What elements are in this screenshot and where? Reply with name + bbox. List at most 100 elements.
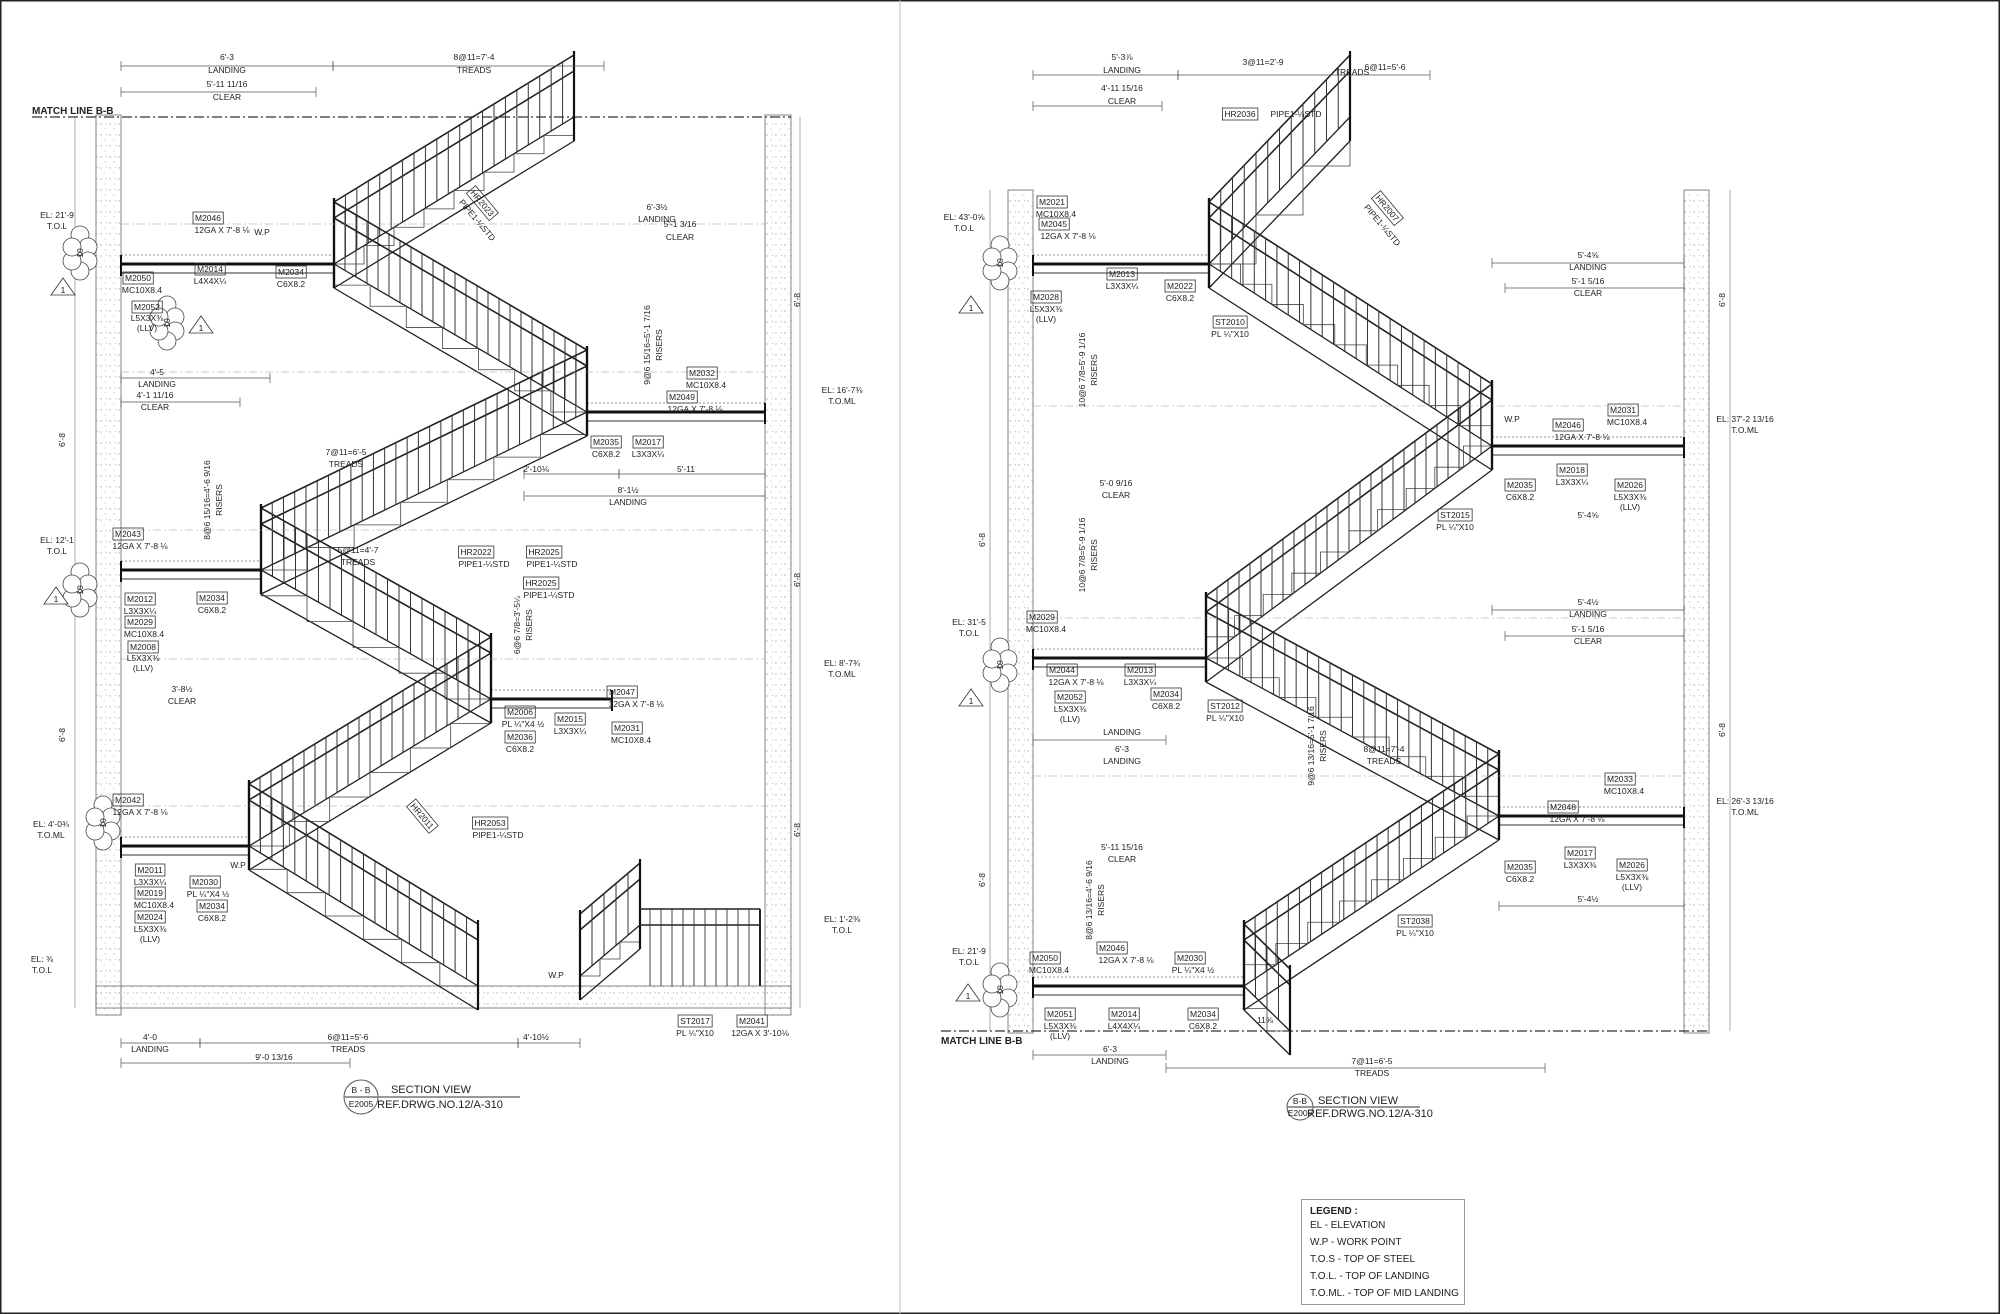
dimension-label: PL ¼"X10 (1211, 329, 1249, 339)
dimension-label: L4X4X¼ (194, 276, 228, 286)
dimension-label: L5X3X⅜ (134, 924, 168, 934)
dimension-label: L5X3X⅜ (1030, 304, 1064, 314)
member-tag: M2008 (130, 642, 156, 652)
member-tag: HR2025 (525, 578, 556, 588)
stair-part (333, 287, 588, 437)
member-tag-box (192, 211, 224, 225)
dimension-label: C6X8.2 (1506, 492, 1535, 502)
dimension-label: 10@6 7/8=5'-9 1/16 (1077, 517, 1087, 592)
revision-number: 1 (199, 323, 204, 333)
stair-part (333, 264, 587, 413)
dimension-label: 12GA X 7'-8 ⅛ (1554, 432, 1610, 442)
dimension-label: 9@6 15/16=5'-1 7/16 (642, 305, 652, 385)
dimension-label: 6'-8 (57, 728, 67, 742)
dimension-label: 6'-8 (1717, 293, 1727, 307)
member-tag: M2030 (1177, 953, 1203, 963)
member-tag-box (1150, 687, 1182, 701)
stair-part (1243, 769, 1500, 941)
dimension-label: 12GA X 7'-8 ⅛ (608, 699, 664, 709)
dimension-label: PL ¼"X4 ½ (502, 719, 544, 729)
member-tag-box (1564, 846, 1596, 860)
member-tag: M2013 (1109, 269, 1135, 279)
dimension-label: RISERS (214, 484, 224, 516)
member-tag-box (1437, 508, 1473, 522)
dimension-label: PIPE1-¼STD (523, 590, 574, 600)
dimension-label: C6X8.2 (1166, 293, 1195, 303)
cloud-lobe (982, 247, 1002, 267)
dimension-label: EL: 26'-3 13/16 (1716, 796, 1774, 806)
member-tag: ST2012 (1210, 701, 1240, 711)
dimension-label: 5'-4½ (1578, 894, 1599, 904)
stair-part (1205, 681, 1500, 841)
stair-part (1243, 753, 1500, 925)
member-tag: M2035 (1507, 480, 1533, 490)
legend-item: EL - ELEVATION (1310, 1220, 1386, 1231)
member-tag-box (1207, 699, 1243, 713)
dimension-label: C6X8.2 (1152, 701, 1181, 711)
member-tag-box (523, 576, 560, 590)
member-tag: M2011 (137, 865, 163, 875)
dimension-label: L3X3X¼ (632, 449, 666, 459)
dimension-label: 10@6 7/8=5'-9 1/16 (1077, 332, 1087, 407)
member-tag: M2043 (115, 529, 141, 539)
member-tag-box (1108, 1007, 1140, 1021)
dimension-label: 9'-0 13/16 (255, 1052, 293, 1062)
member-tag-box (406, 798, 439, 834)
member-tag: M2034 (1190, 1009, 1216, 1019)
dimension-label: EL: 43'-0⅝ (944, 212, 986, 222)
dimension-label: 8@11=7'-4 (1363, 744, 1404, 754)
dimension-label: 11⅝ (1257, 1015, 1274, 1025)
dimension-label: (LLV) (1050, 1031, 1070, 1041)
member-tag-box (1030, 290, 1062, 304)
dimension-label: (LLV) (1620, 502, 1640, 512)
dimension-label: W.P (254, 227, 270, 237)
match-line-label-left: MATCH LINE B-B (32, 106, 113, 117)
member-tag: M2035 (593, 437, 619, 447)
member-tag-box (1552, 418, 1584, 432)
member-tag-box (189, 875, 221, 889)
member-tag: M2031 (1610, 405, 1636, 415)
dimension-label: EL: 21'-9 (952, 946, 986, 956)
dimension-label: 12GA X 7'-8 ⅛ (194, 225, 250, 235)
member-tag: M2042 (115, 795, 141, 805)
dimension-label: (LLV) (133, 663, 153, 673)
revision-cloud: 10 (982, 962, 1018, 1018)
dimension-label: MC10X8.4 (1607, 417, 1647, 427)
revision-cloud: 10 (62, 225, 98, 281)
dimension-label: MC10X8.4 (686, 380, 726, 390)
member-tag: M2030 (192, 877, 218, 887)
dimension-label: LANDING (1569, 609, 1607, 619)
member-tag-box (736, 1014, 768, 1028)
stair-part (260, 411, 588, 571)
dimension-label: TREADS (1367, 756, 1402, 766)
dimension-label: MC10X8.4 (1026, 624, 1066, 634)
dimension-label: T.O.ML (1731, 425, 1759, 435)
member-tag-box (632, 435, 664, 449)
dimension-label: EL: 4'-0¾ (33, 819, 70, 829)
cloud-number: 10 (995, 660, 1005, 670)
concrete-wall (764, 114, 792, 1016)
section-mark: B-B (1293, 1096, 1308, 1106)
dimension-label: 12GA X 7'-8 ⅛ (1549, 814, 1605, 824)
dimension-label: 5'-4⅝ (1578, 510, 1600, 520)
stair-part (260, 593, 492, 724)
member-tag: M2018 (1559, 465, 1585, 475)
stair-part (579, 948, 641, 1001)
dimension-label: EL: 16'-7⅜ (822, 385, 864, 395)
stair-flight (1242, 920, 1292, 1056)
dimension-label: L5X3X⅜ (131, 313, 165, 323)
dimension-label: TREADS (1335, 67, 1370, 77)
dimension-label: RISERS (1096, 884, 1106, 916)
dimension-label: C6X8.2 (1189, 1021, 1218, 1031)
dimension-label: 5'-1 3/16 (664, 219, 697, 229)
dimension-label: MC10X8.4 (611, 735, 651, 745)
section-sheet: E2005 (1288, 1108, 1313, 1118)
member-tag-box (1038, 217, 1070, 231)
member-tag-box (194, 262, 226, 276)
dimension-label: 5'-3⅞ (1112, 52, 1134, 62)
member-tag: HR2053 (474, 818, 505, 828)
member-tag: M2044 (1049, 665, 1075, 675)
dimension-label: T.O.L (959, 957, 980, 967)
member-tag-box (504, 730, 536, 744)
revision-cloud: 10 (85, 795, 121, 851)
